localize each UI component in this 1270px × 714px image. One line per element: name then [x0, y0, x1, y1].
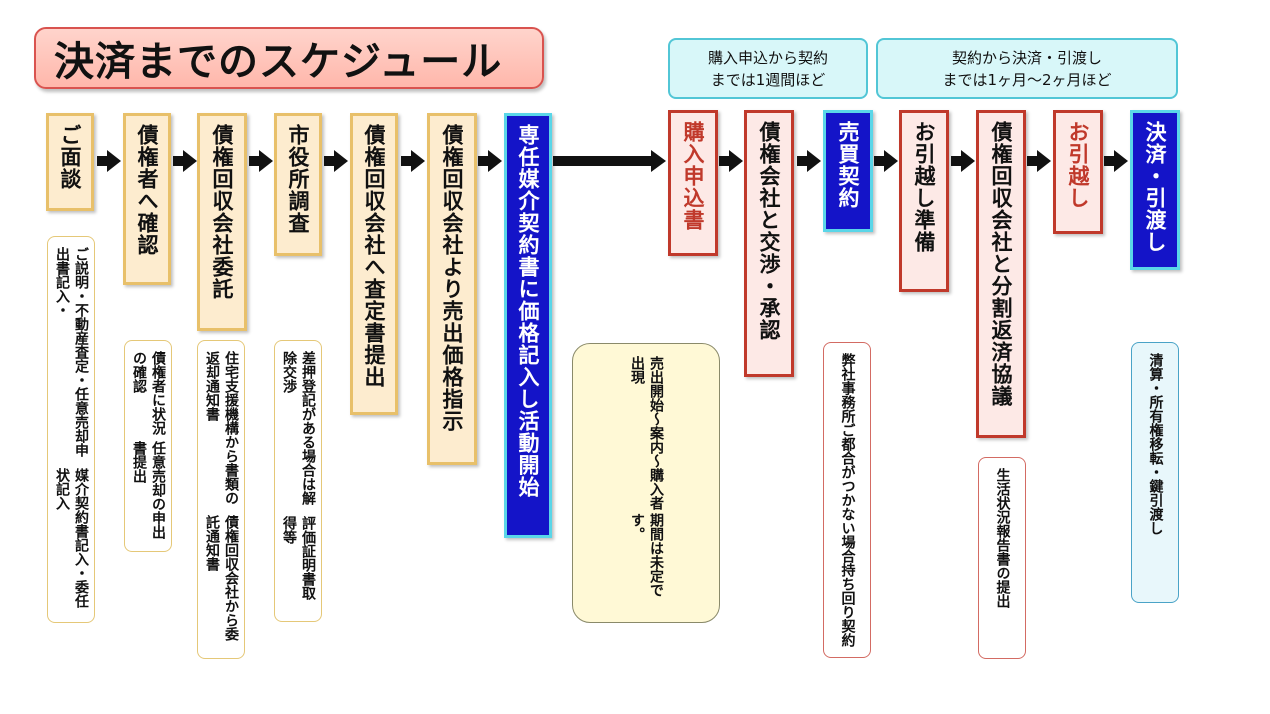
note-activity: 売出開始～案内～購入者出現 期間は未定です。 [572, 343, 720, 623]
step-price-instruction: 債権回収会社より売出価格指示 [427, 113, 477, 465]
arrow-right-icon [874, 150, 898, 172]
header-line: 購入申込から契約 [707, 48, 828, 67]
step-appraisal-submit: 債権回収会社へ査定書提出 [350, 113, 398, 415]
note-agency: 住宅支援機構から書類の返却通知書 債権回収会社から委託通知書 [197, 340, 245, 659]
arrow-right-icon [173, 150, 197, 172]
note-line: 弊社事務所 [839, 353, 856, 423]
step-moving: お引越し [1053, 110, 1103, 234]
note-line: 生活状況報告書の提出 [994, 468, 1011, 608]
step-purchase-application: 購入申込書 [668, 110, 718, 256]
arrow-right-icon [797, 150, 821, 172]
step-creditor-check: 債権者へ確認 [123, 113, 171, 285]
arrow-right-icon [1027, 150, 1051, 172]
note-line: 売出開始～案内～購入者出現 [629, 356, 664, 510]
arrow-right-icon [97, 150, 121, 172]
arrow-right-icon [401, 150, 425, 172]
step-collection-agency: 債権回収会社委託 [197, 113, 247, 331]
step-repayment-talks: 債権回収会社と分割返済協議 [976, 110, 1026, 438]
header-contract-to-settlement: 契約から決済・引渡し までは1ヶ月～2ヶ月ほど [876, 38, 1178, 99]
arrow-right-icon [1104, 150, 1128, 172]
header-line: までは1ヶ月～2ヶ月ほど [942, 70, 1112, 89]
note-cityhall: 差押登記がある場合は解除交渉 評価証明書取得等 [274, 340, 322, 622]
note-line: 債権回収会社から委託通知書 [204, 514, 239, 641]
note-repayment: 生活状況報告書の提出 [978, 457, 1026, 659]
arrow-right-icon [324, 150, 348, 172]
note-negotiation: 弊社事務所 ご都合がつかない場合持ち回り契約 [823, 342, 871, 658]
header-line: までは1週間ほど [710, 70, 826, 89]
note-line: 住宅支援機構から書類の返却通知書 [204, 351, 239, 505]
note-line: 媒介契約書記入・委任状記入 [54, 468, 89, 609]
step-negotiation: 債権会社と交渉・承認 [744, 110, 794, 377]
note-line: ご都合がつかない場合持ち回り契約 [839, 423, 856, 647]
step-moving-prep: お引越し準備 [899, 110, 949, 292]
page-title: 決済までのスケジュール [34, 27, 544, 89]
note-line: ご説明・不動産査定・任意売却申出書記入・ [54, 247, 89, 457]
step-sales-contract: 売買契約 [823, 110, 873, 232]
long-arrow-right-icon [553, 150, 666, 172]
note-line: 清算・所有権移転・鍵引渡し [1147, 353, 1164, 535]
step-cityhall: 市役所調査 [274, 113, 322, 256]
note-line: 期間は未定です。 [629, 513, 664, 598]
arrow-right-icon [478, 150, 502, 172]
header-purchase-to-contract: 購入申込から契約 までは1週間ほど [668, 38, 868, 99]
arrow-right-icon [719, 150, 743, 172]
note-creditor: 債権者に状況の確認 任意売却の申出書提出 [124, 340, 172, 552]
arrow-right-icon [951, 150, 975, 172]
step-settlement: 決済・引渡し [1130, 110, 1180, 270]
note-line: 任意売却の申出書提出 [131, 441, 166, 539]
note-line: 差押登記がある場合は解除交渉 [281, 351, 316, 505]
arrow-right-icon [249, 150, 273, 172]
step-meeting: ご面談 [46, 113, 94, 211]
note-settlement: 清算・所有権移転・鍵引渡し [1131, 342, 1179, 603]
note-meeting: ご説明・不動産査定・任意売却申出書記入・ 媒介契約書記入・委任状記入 [47, 236, 95, 623]
note-line: 評価証明書取得等 [281, 516, 316, 601]
step-brokerage-start: 専任媒介契約書に価格記入し活動開始 [504, 113, 552, 538]
header-line: 契約から決済・引渡し [951, 48, 1102, 67]
note-line: 債権者に状況の確認 [131, 351, 166, 435]
